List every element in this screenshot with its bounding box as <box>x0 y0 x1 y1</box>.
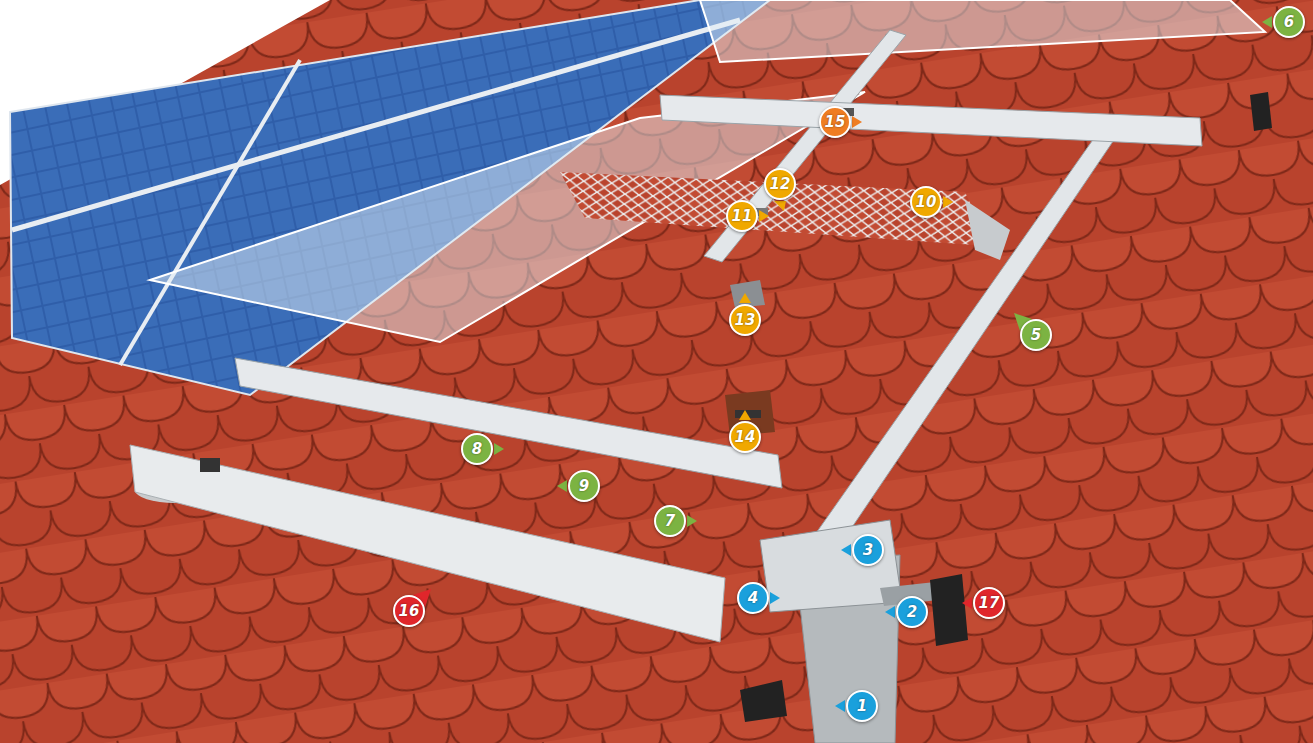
callout-pointer <box>943 196 953 208</box>
callout-pointer <box>494 443 504 455</box>
rail <box>814 124 1122 542</box>
end-cap <box>740 680 787 722</box>
callout-pointer <box>739 293 751 303</box>
callout-pointer <box>885 606 895 618</box>
cover-profile <box>130 445 725 642</box>
callout-number: 7 <box>665 514 675 529</box>
callout-number: 17 <box>979 596 1000 611</box>
callout-pointer <box>687 515 697 527</box>
callout-circle: 10 <box>910 186 942 218</box>
callout-circle: 1 <box>846 690 878 722</box>
callout-circle: 15 <box>819 106 851 138</box>
end-cap <box>930 574 968 646</box>
callout-pointer <box>770 592 780 604</box>
callout-number: 10 <box>916 195 937 210</box>
rail <box>704 30 906 262</box>
callout-circle: 16 <box>393 595 425 627</box>
callout-number: 2 <box>907 605 917 620</box>
rail <box>235 358 782 488</box>
end-cap <box>200 458 220 472</box>
panel-frame <box>120 60 300 365</box>
mesh-holder <box>965 200 1010 260</box>
callout-circle: 9 <box>568 470 600 502</box>
callout-number: 9 <box>579 479 589 494</box>
callout-pointer <box>759 210 769 222</box>
callout-pointer <box>739 410 751 420</box>
callout-circle: 7 <box>654 505 686 537</box>
callout-circle: 12 <box>764 168 796 200</box>
glass-panel <box>150 92 865 342</box>
callout-circle: 4 <box>737 582 769 614</box>
callout-number: 3 <box>863 543 873 558</box>
callout-pointer <box>841 544 851 556</box>
callout-circle: 5 <box>1020 319 1052 351</box>
callout-circle: 17 <box>973 587 1005 619</box>
callout-number: 11 <box>732 209 753 224</box>
callout-number: 12 <box>770 177 791 192</box>
end-cap <box>1250 92 1272 131</box>
rail <box>660 95 1202 146</box>
callout-number: 15 <box>825 115 846 130</box>
callout-pointer <box>774 201 786 211</box>
callout-number: 14 <box>735 430 756 445</box>
callout-number: 8 <box>472 442 482 457</box>
callout-pointer <box>852 116 862 128</box>
callout-number: 6 <box>1284 15 1294 30</box>
callout-number: 4 <box>748 591 758 606</box>
callout-pointer <box>1262 16 1272 28</box>
callout-circle: 14 <box>729 421 761 453</box>
callout-circle: 11 <box>726 200 758 232</box>
roof-hook <box>760 520 902 612</box>
callout-circle: 6 <box>1273 6 1305 38</box>
callout-number: 1 <box>857 699 867 714</box>
callout-circle: 2 <box>896 596 928 628</box>
callout-circle: 8 <box>461 433 493 465</box>
callout-circle: 3 <box>852 534 884 566</box>
callout-number: 5 <box>1031 328 1041 343</box>
protection-mesh <box>560 172 990 246</box>
callout-number: 16 <box>399 604 420 619</box>
glass-panel <box>700 0 1265 62</box>
callout-pointer <box>557 480 567 492</box>
callout-circle: 13 <box>729 304 761 336</box>
callout-pointer <box>835 700 845 712</box>
callout-number: 13 <box>735 313 756 328</box>
callout-pointer <box>962 597 972 609</box>
